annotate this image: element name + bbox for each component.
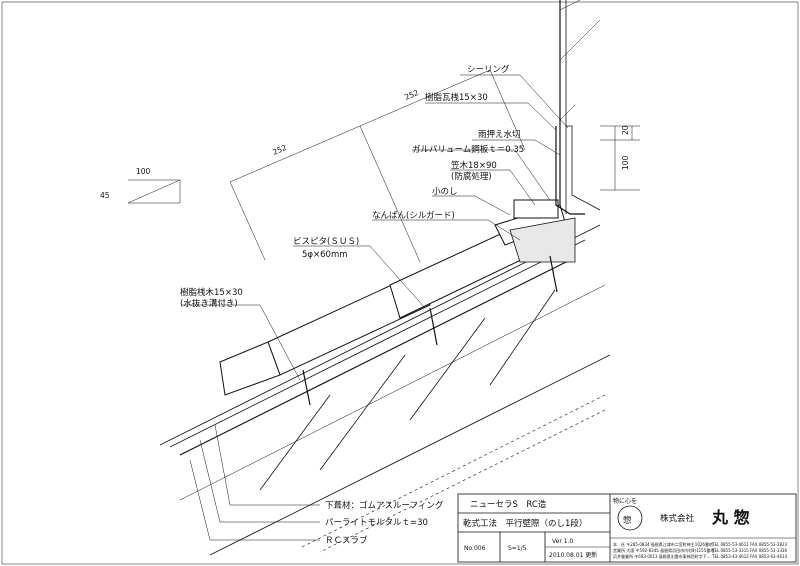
dim-top: 20	[621, 125, 630, 135]
title-number: No.006	[464, 545, 486, 552]
dim-right: 100	[621, 155, 630, 170]
label-sealing: シーリング	[467, 64, 510, 75]
dim-tile-pitch-b: 252	[403, 88, 420, 102]
leader-lines	[182, 74, 569, 541]
label-mortar: パーライトモルタルｔ=30	[325, 518, 428, 528]
screw	[549, 255, 558, 293]
label-screw-size: 5φ×60mm	[302, 250, 348, 260]
roof-tiles	[219, 199, 576, 396]
kasagi-board	[513, 199, 559, 219]
roof-layers	[159, 224, 611, 556]
title-scale: S=1/5	[508, 545, 527, 552]
slab-top-line	[179, 259, 571, 456]
slope-rise: 45	[100, 191, 110, 200]
company-logo	[617, 505, 643, 531]
label-screw: ビスピタ(ＳＵＳ)	[293, 237, 359, 247]
address-line: 本 社 〒285-0834 島根県江津市二宮町神主1026番地	[613, 541, 713, 547]
title-date: 2010.08.01 更新	[549, 551, 597, 559]
address-line: 営業所 大阪 〒592-8345 島根県浜田市内村町1155番地	[613, 547, 714, 553]
dim-tile-pitch-a: 252	[271, 143, 288, 157]
nanban-mortar	[509, 217, 576, 263]
rain-flashing	[555, 126, 585, 215]
address-line: TEL 0855-53-3315 FAX 0855-53-3316	[711, 548, 788, 553]
company-logo-char: 惣	[623, 515, 632, 526]
title-version: Ver 1.0	[552, 538, 573, 545]
label-underlay: 下葺材：ゴムアスルーフィング	[325, 500, 444, 511]
screws	[302, 255, 558, 406]
label-kasagi-note: (防腐処理)	[451, 171, 492, 182]
label-nanban: なんばん(シルガード)	[372, 210, 455, 221]
dimension-lines	[229, 69, 640, 263]
screw	[302, 369, 311, 406]
slope-run: 100	[136, 167, 151, 176]
title-method: 乾式工法 平行壁際（のし1段）	[463, 518, 587, 529]
company-name: 株式会社	[660, 513, 695, 524]
rc-wall	[559, 0, 601, 214]
label-batten-note: (水抜き溝付き)	[180, 298, 238, 309]
mortar-top-line	[169, 239, 586, 448]
label-galvalume: ガルバリューム鋼板ｔ＝0.35	[412, 144, 524, 155]
title-block: ニューセラS RC造 乾式工法 平行壁際（のし1段） No.006 S=1/5 …	[457, 493, 797, 563]
address-line: TEL 0853-43-4612 FAX 0853-43-4614	[711, 554, 788, 559]
screw	[429, 307, 438, 346]
label-slab: ＲＣスラブ	[325, 535, 368, 546]
title-product: ニューセラS RC造	[470, 499, 547, 510]
label-rain-flashing: 雨押え水切	[478, 129, 521, 140]
label-kasagi: 笠木18×90	[451, 160, 497, 171]
address-line: TEL 0855-53-4611 FAX 0855-53-3823	[711, 542, 788, 547]
label-konoshi: 小のし	[432, 186, 458, 197]
company-brand: 丸 惣	[711, 508, 750, 527]
company-tagline: 物に心を	[613, 497, 637, 505]
tile-eave	[219, 341, 281, 396]
label-batten: 樹脂桟木15×30	[180, 287, 243, 298]
slope-indicator: 100 45	[100, 167, 181, 204]
address-line: 浜井營業所 〒693-0013 島根県出雲市東神西町字下...	[613, 553, 711, 559]
label-resin-crosspiece: 樹脂瓦桟15×30	[425, 92, 488, 103]
